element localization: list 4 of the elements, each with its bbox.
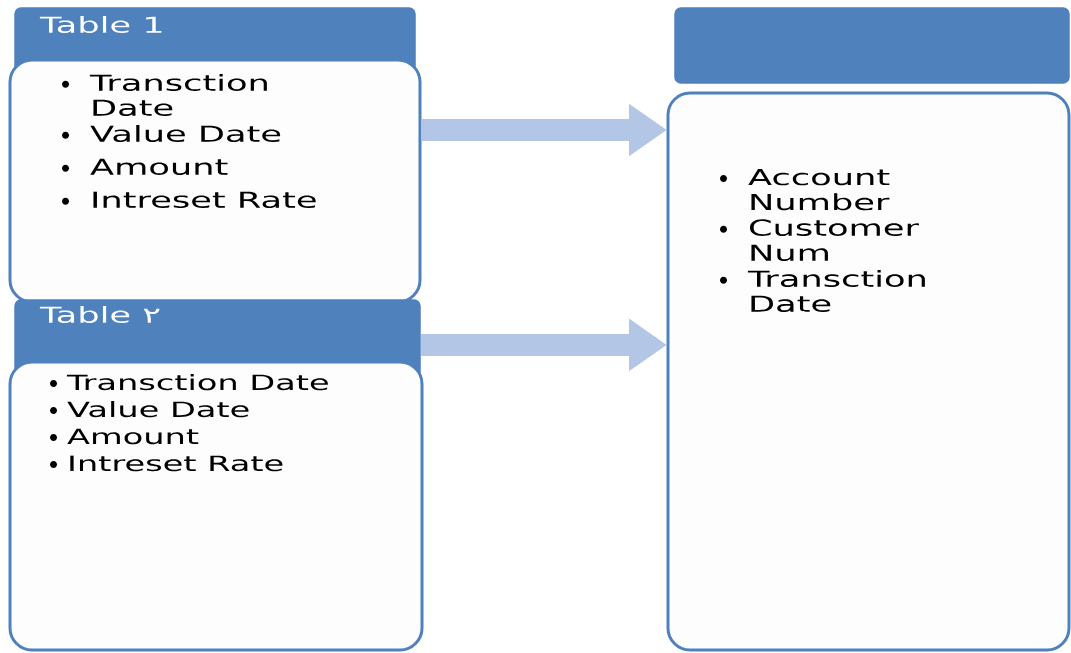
list-box: Transction Date Value Date Amount Intreset Rate: [8, 360, 424, 652]
list-box: Transction Date Value Date Amount Intreset Rate: [8, 58, 422, 304]
list-box: Account Number Customer Num Transction Date: [666, 91, 1071, 652]
header-band: [674, 7, 1070, 84]
